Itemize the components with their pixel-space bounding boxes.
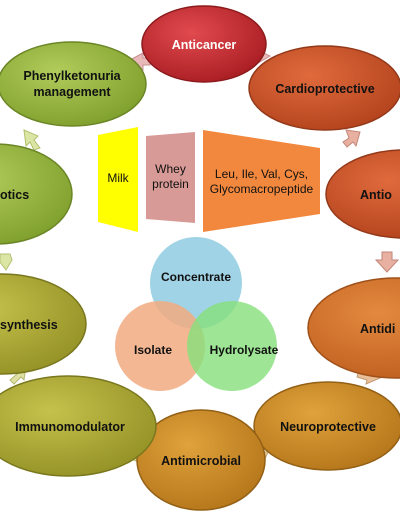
aminos-shape <box>203 130 320 232</box>
neuroprotective-label: Neuroprotective <box>280 420 376 434</box>
concentrate-label: Concentrate <box>160 270 231 284</box>
probiotics-node <box>0 143 73 245</box>
text-line: Whey <box>155 162 186 176</box>
phenylketonuria-label: Phenylketonuria management <box>23 69 121 99</box>
text-line: protein <box>152 177 189 191</box>
arrow-icon <box>23 129 41 151</box>
neuroprotective-node <box>253 381 400 471</box>
antimicrobial-label: Antimicrobial <box>161 454 241 468</box>
anticancer-label: Anticancer <box>171 38 237 52</box>
whey-shape <box>146 132 195 223</box>
immunomodulator-label: Immunomodulator <box>15 420 125 434</box>
arrow-icon <box>374 251 400 273</box>
antioxidant-node <box>325 149 400 239</box>
immunomodulator-node <box>0 375 157 477</box>
isolate-label: Isolate <box>133 343 172 357</box>
hydrolysate-circle <box>187 301 277 391</box>
synthesis-node <box>0 273 87 375</box>
antidiabetic-node <box>307 277 400 379</box>
ring-ellipses <box>0 5 400 511</box>
text-line: Leu, Ile, Val, Cys, <box>214 167 309 181</box>
synthesis-label: synthesis <box>0 318 58 332</box>
anticancer-node <box>141 5 267 83</box>
arrow-icon <box>0 253 13 271</box>
hydrolysate-label: Hydrolysate <box>209 343 279 357</box>
cardioprotective-node <box>248 45 400 131</box>
milk-label: Milk <box>107 171 129 185</box>
isolate-circle <box>115 301 205 391</box>
arrow-icon <box>342 129 361 148</box>
text-line: Glycomacropeptide <box>209 182 314 196</box>
source-shapes <box>98 127 320 232</box>
antidiabetic-label: Antidi <box>360 322 396 336</box>
probiotics-label: otics <box>0 188 30 202</box>
amino-acids-label: Leu, Ile, Val, Cys,Glycomacropeptide <box>203 167 320 197</box>
milk-shape <box>98 127 138 232</box>
phenylketonuria-node <box>0 41 147 127</box>
venn-diagram <box>115 237 277 391</box>
cardioprotective-label: Cardioprotective <box>275 82 375 96</box>
antioxidant-label: Antio <box>360 188 392 202</box>
antimicrobial-node <box>136 409 266 511</box>
